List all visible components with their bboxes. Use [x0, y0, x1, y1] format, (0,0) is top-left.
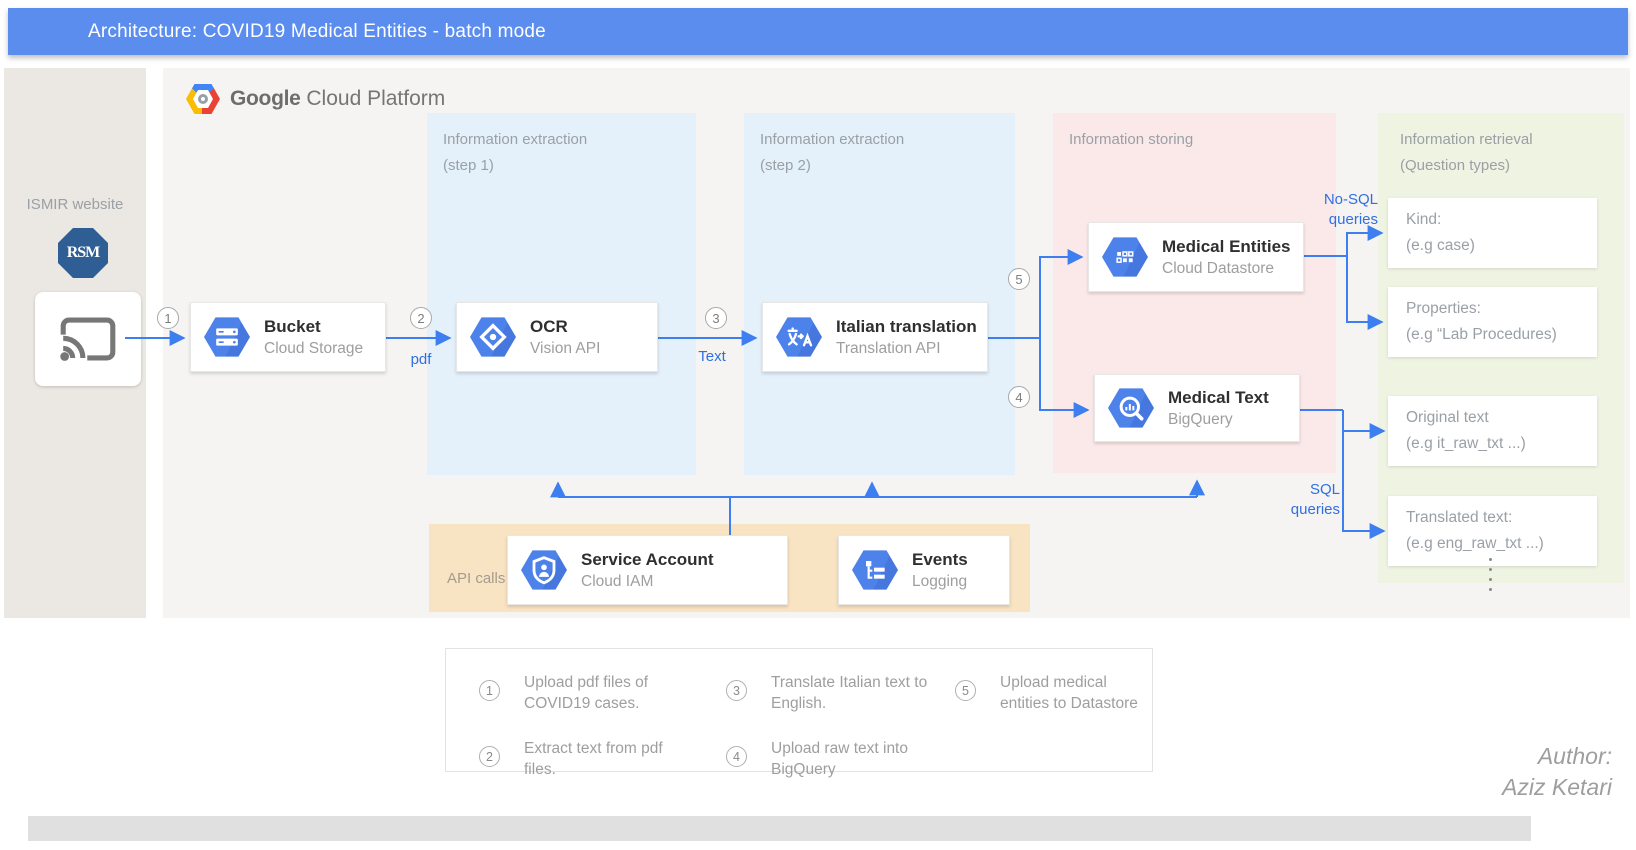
legend-item-1: Upload pdf files of COVID19 cases.	[524, 674, 649, 712]
step-badge-4: 4	[1008, 386, 1030, 408]
iam-shield-icon	[521, 550, 567, 590]
legend-badge-1: 1	[479, 680, 500, 701]
cloud-storage-icon	[204, 317, 250, 357]
edge-label-pdf: pdf	[410, 351, 432, 368]
legend-item-4: Upload raw text into BigQuery	[771, 740, 908, 778]
google-cloud-platform-wordmark: Google Cloud Platform	[230, 87, 445, 111]
node-service-account-iam: Service Account Cloud IAM	[507, 535, 788, 605]
node-title: Bucket	[264, 317, 321, 336]
more-cards-ellipsis	[1489, 558, 1493, 598]
node-title: OCR	[530, 317, 568, 336]
brand-google: Google	[230, 87, 301, 110]
node-subtitle: Cloud Storage	[264, 340, 364, 357]
legend-item-2: Extract text from pdf files.	[524, 740, 663, 778]
cast-icon	[60, 317, 116, 361]
node-medical-entities-datastore: Medical Entities Cloud Datastore	[1088, 222, 1304, 292]
node-subtitle: BigQuery	[1168, 411, 1233, 428]
node-title: Medical Text	[1168, 388, 1269, 407]
logging-icon	[852, 550, 898, 590]
panel-information-extraction-step1: Information extraction(step 1)	[427, 113, 696, 475]
retrieval-card-kind: Kind:(e.g case)	[1388, 198, 1597, 268]
translate-icon	[776, 317, 822, 357]
legend-box	[445, 648, 1153, 772]
panel-title: Information extraction(step 2)	[760, 131, 905, 174]
panel-title: Information retrieval(Question types)	[1400, 131, 1533, 174]
page-title: Architecture: COVID19 Medical Entities -…	[88, 20, 546, 42]
legend-item-5: Upload medical entities to Datastore	[1000, 674, 1138, 712]
retrieval-card-original-text: Original text(e.g it_raw_txt ...)	[1388, 396, 1597, 466]
step-badge-2: 2	[410, 307, 432, 329]
api-calls-label: API calls	[447, 570, 506, 587]
node-medical-text-bigquery: Medical Text BigQuery	[1094, 374, 1300, 442]
node-subtitle: Translation API	[836, 340, 941, 357]
step-badge-3: 3	[705, 307, 727, 329]
rsm-logo-icon: RSM	[58, 228, 108, 278]
legend-badge-2: 2	[479, 746, 500, 767]
retrieval-card-properties: Properties:(e.g “Lab Procedures)	[1388, 287, 1597, 357]
node-title: Events	[912, 550, 968, 569]
retrieval-card-translated-text: Translated text:(e.g eng_raw_txt ...)	[1388, 496, 1597, 566]
legend-badge-5: 5	[955, 680, 976, 701]
panel-title: Information storing	[1069, 131, 1194, 148]
edge-label-text: Text	[698, 348, 726, 365]
node-events-logging: Events Logging	[838, 535, 1010, 605]
rsm-logo-text: RSM	[66, 244, 101, 261]
node-title: Italian translation	[836, 317, 977, 336]
title-bar: Architecture: COVID19 Medical Entities -…	[8, 8, 1628, 55]
sidebar-title: ISMIR website	[26, 196, 124, 213]
node-subtitle: Cloud Datastore	[1162, 260, 1275, 277]
legend-badge-3: 3	[726, 680, 747, 701]
node-title: Medical Entities	[1162, 237, 1291, 256]
step-badge-5: 5	[1008, 268, 1030, 290]
website-card	[35, 292, 141, 386]
node-bucket-cloud-storage: Bucket Cloud Storage	[190, 302, 386, 372]
step-badge-1: 1	[157, 307, 179, 329]
google-cloud-logo-icon	[186, 84, 220, 114]
node-subtitle: Logging	[912, 573, 968, 590]
datastore-icon	[1102, 237, 1148, 277]
author-credit: Author:Aziz Ketari	[1502, 743, 1612, 800]
legend-item-3: Translate Italian text to English.	[771, 674, 928, 712]
legend-badge-4: 4	[726, 746, 747, 767]
vision-api-icon	[470, 317, 516, 357]
panel-title: Information extraction(step 1)	[443, 131, 588, 174]
brand-cloud-platform: Cloud Platform	[306, 87, 446, 110]
node-ocr-vision-api: OCR Vision API	[456, 302, 658, 372]
node-subtitle: Vision API	[530, 340, 601, 357]
panel-information-extraction-step2: Information extraction(step 2)	[744, 113, 1015, 475]
footer-bar	[28, 816, 1531, 841]
node-subtitle: Cloud IAM	[581, 573, 654, 590]
node-italian-translation-api: Italian translation Translation API	[762, 302, 988, 372]
node-title: Service Account	[581, 550, 714, 569]
bigquery-icon	[1108, 388, 1154, 428]
